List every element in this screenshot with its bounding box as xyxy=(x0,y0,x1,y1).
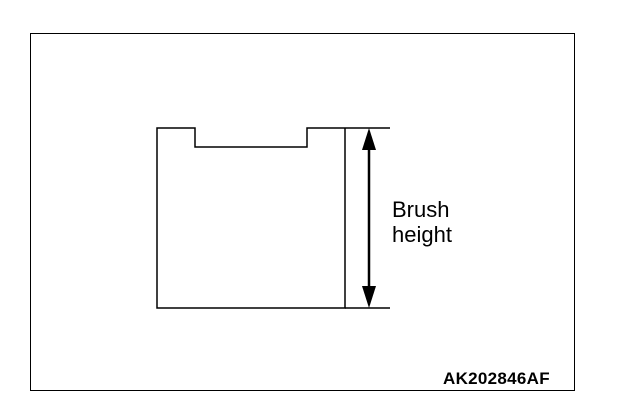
arrowhead-up-icon xyxy=(362,128,376,150)
dimension-label-line-2: height xyxy=(392,222,452,247)
figure-frame xyxy=(30,33,575,391)
brush-outline xyxy=(156,127,346,309)
figure-code: AK202846AF xyxy=(443,369,550,388)
dimension-label-line-1: Brush xyxy=(392,197,450,222)
arrowhead-down-icon xyxy=(362,286,376,308)
